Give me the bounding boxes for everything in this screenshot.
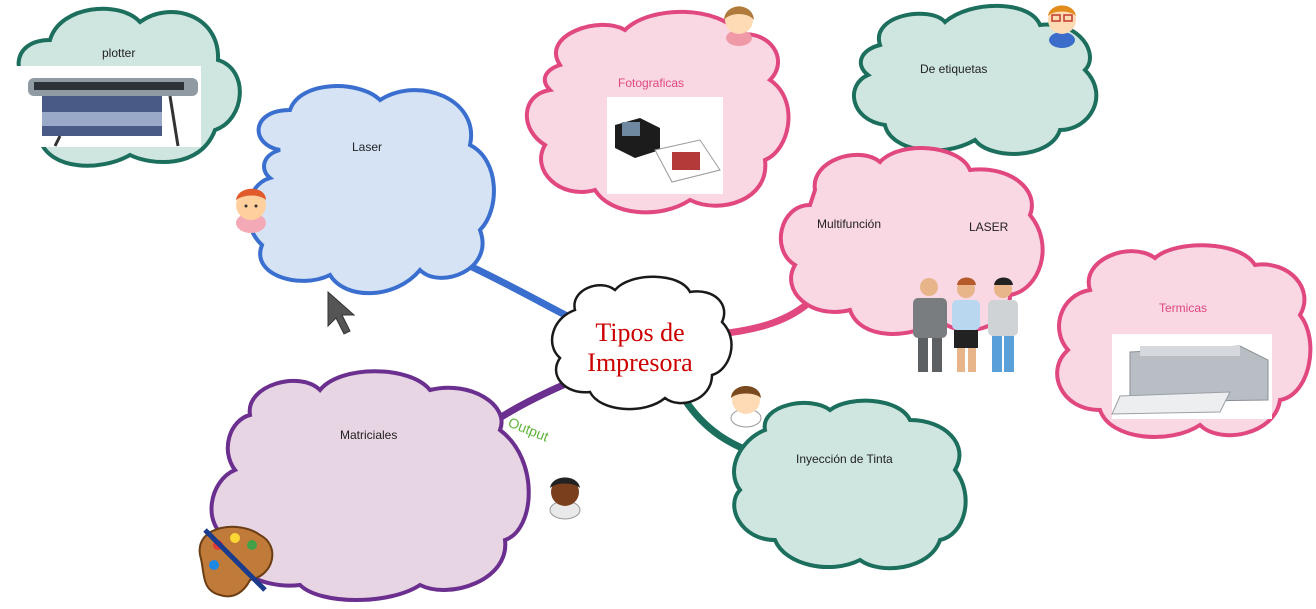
- node-laser-label: Laser: [352, 140, 383, 154]
- cloud-multifuncion[interactable]: [778, 146, 1045, 336]
- cloud-inyeccion[interactable]: [732, 398, 968, 571]
- cloud-matriciales[interactable]: [209, 369, 531, 602]
- node-fotograficas-label: Fotograficas: [618, 76, 685, 90]
- avatar-nerd-icon: [1048, 5, 1076, 48]
- node-multifuncion-laser-label: LASER: [969, 220, 1009, 234]
- cloud-center: [550, 275, 733, 411]
- avatar-man-dark-icon: [549, 477, 581, 520]
- avatar-girl-icon: [236, 188, 266, 233]
- center-title-line1: Tipos de: [595, 318, 685, 347]
- connector-laser: [466, 262, 579, 324]
- node-etiquetas-label: De etiquetas: [920, 62, 988, 76]
- cloud-laser[interactable]: [246, 84, 496, 296]
- palette-icon: [198, 525, 274, 598]
- connector-multifuncion: [714, 296, 816, 338]
- laser-printer-image: [1111, 334, 1272, 419]
- cursor-arrow-icon: [327, 290, 356, 335]
- node-matriciales-label: Matriciales: [340, 428, 398, 442]
- cloud-etiquetas[interactable]: [851, 3, 1099, 156]
- photo-printer-image: [607, 97, 723, 194]
- people-group-icon: [913, 277, 1018, 372]
- node-plotter-label: plotter: [102, 46, 136, 60]
- plotter-image: [14, 66, 201, 147]
- avatar-boy-icon: [730, 386, 762, 428]
- node-inyeccion-label: Inyección de Tinta: [796, 452, 893, 466]
- center-title-line2: Impresora: [587, 348, 693, 377]
- avatar-woman-icon: [724, 6, 754, 46]
- node-multifuncion-label: Multifunción: [817, 217, 882, 231]
- node-termicas-label: Termicas: [1159, 301, 1208, 315]
- center-title: Tipos de Impresora: [560, 318, 720, 378]
